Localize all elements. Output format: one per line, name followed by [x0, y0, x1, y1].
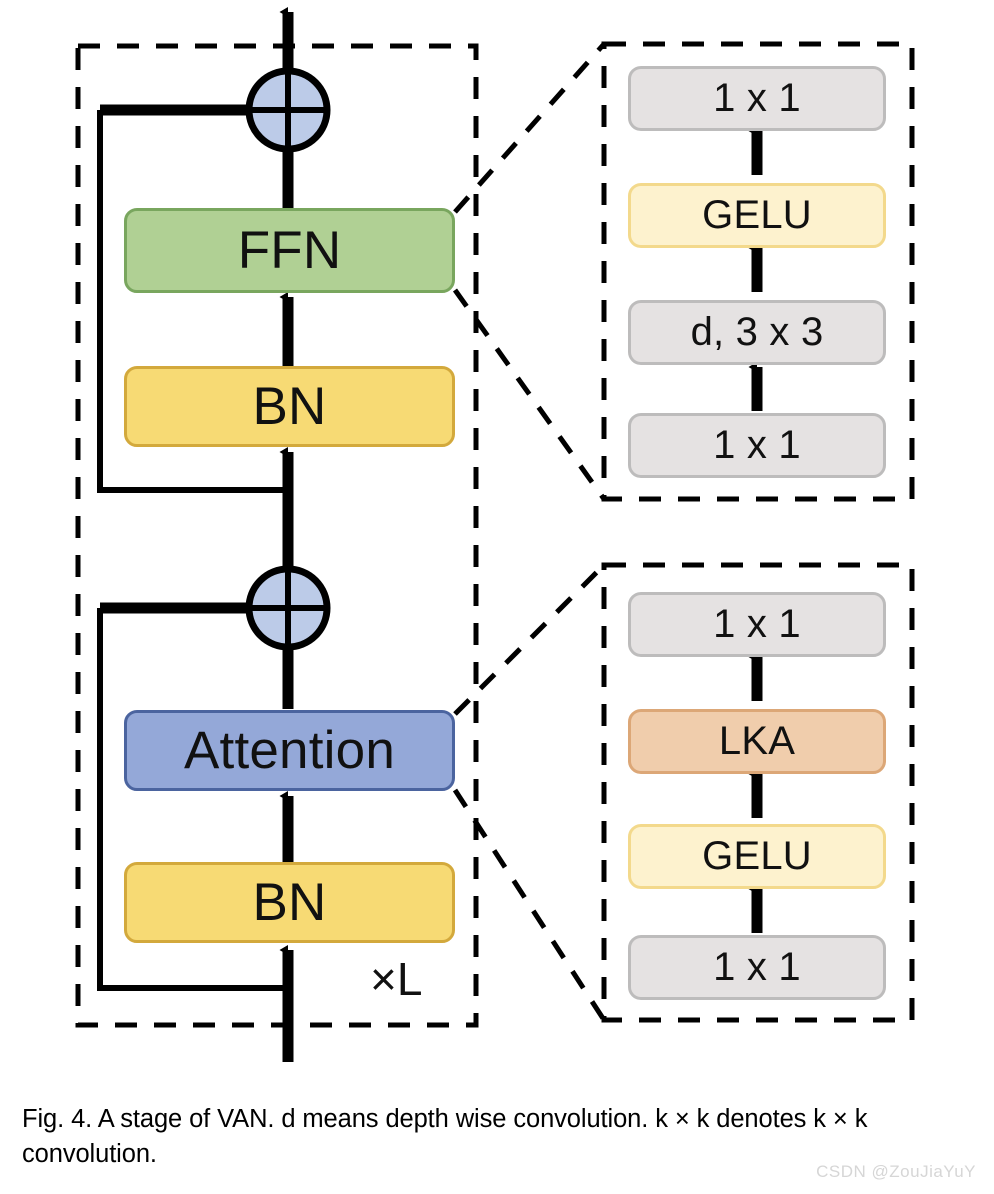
stage-repeat-label: ×L [370, 953, 423, 1005]
block-ffn-label: FFN [237, 221, 342, 280]
sum-node-bottom [245, 565, 331, 651]
block-bn-bottom[interactable]: BN [124, 862, 455, 943]
attention-detail-dashed-frame [601, 562, 915, 1023]
zoom-connector-ffn-top [453, 42, 606, 214]
ffn-detail-dwconv-label: d, 3 x 3 [690, 310, 824, 354]
attention-detail-conv-in[interactable]: 1 x 1 [628, 935, 886, 1000]
ffn-detail-dashed-frame [601, 41, 915, 502]
attention-detail-conv-out-label: 1 x 1 [713, 602, 801, 646]
ffn-detail-conv-in-label: 1 x 1 [713, 423, 801, 467]
csdn-watermark: CSDN @ZouJiaYuY [816, 1162, 976, 1181]
ffn-detail-conv-out[interactable]: 1 x 1 [628, 66, 886, 131]
residual-path-bottom [97, 608, 288, 991]
ffn-detail-gelu[interactable]: GELU [628, 183, 886, 248]
figure-caption: Fig. 4. A stage of VAN. d means depth wi… [22, 1105, 868, 1168]
block-bn-bottom-label: BN [252, 873, 327, 932]
attention-detail-gelu[interactable]: GELU [628, 824, 886, 889]
stage-dashed-frame [75, 43, 479, 1028]
sum-node-top [245, 67, 331, 153]
zoom-connector-ffn-bottom [452, 288, 607, 501]
attention-detail-lka[interactable]: LKA [628, 709, 886, 774]
attention-detail-conv-in-label: 1 x 1 [713, 945, 801, 989]
attention-detail-lka-label: LKA [718, 719, 796, 763]
ffn-detail-dwconv[interactable]: d, 3 x 3 [628, 300, 886, 365]
block-bn-top-label: BN [252, 377, 327, 436]
ffn-detail-conv-out-label: 1 x 1 [713, 76, 801, 120]
block-attention[interactable]: Attention [124, 710, 455, 791]
diagram-vector-layer [75, 7, 915, 1062]
architecture-diagram: FFN BN Attention BN ×L 1 x 1 GELU d, 3 x… [75, 7, 915, 1062]
block-ffn[interactable]: FFN [124, 208, 455, 293]
residual-path-top [97, 110, 288, 493]
attention-detail-conv-out[interactable]: 1 x 1 [628, 592, 886, 657]
block-bn-top[interactable]: BN [124, 366, 455, 447]
zoom-connector-attention-bottom [452, 788, 607, 1022]
attention-detail-gelu-label: GELU [702, 834, 812, 878]
ffn-detail-gelu-label: GELU [702, 193, 812, 237]
block-attention-label: Attention [183, 721, 395, 780]
ffn-detail-conv-in[interactable]: 1 x 1 [628, 413, 886, 478]
